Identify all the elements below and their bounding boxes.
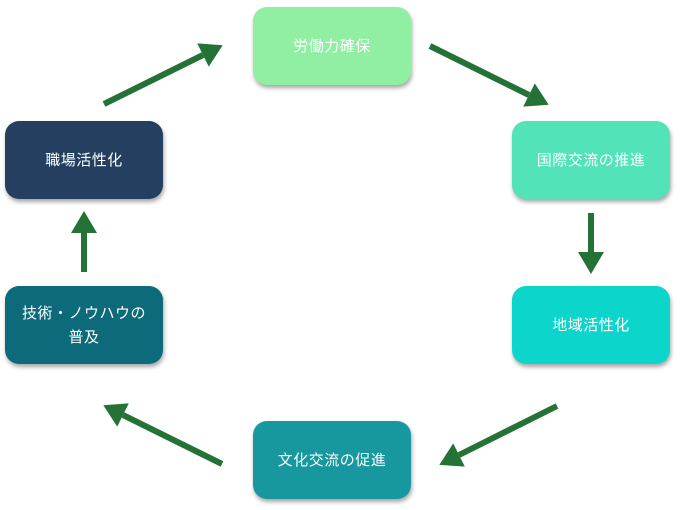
arrow-n4-to-n5	[71, 211, 97, 272]
node-regional-revitalization[interactable]: 地域活性化	[512, 286, 670, 364]
node-labor-securing[interactable]: 労働力確保	[253, 7, 411, 85]
arrow-n3-to-n4	[103, 403, 224, 467]
node-technology-knowhow-spread[interactable]: 技術・ノウハウの普及	[5, 286, 163, 364]
node-label: 労働力確保	[293, 37, 371, 55]
arrowhead	[578, 252, 604, 274]
arrow-shaft	[457, 403, 559, 458]
node-label: 文化交流の促進	[277, 451, 387, 469]
arrow-n2-to-n3	[439, 403, 559, 467]
arrow-n5-to-n0	[102, 43, 223, 107]
arrow-shaft	[121, 412, 224, 467]
arrowhead	[523, 83, 549, 107]
arrowhead	[439, 443, 465, 467]
arrow-shaft	[428, 43, 531, 98]
node-workplace-revitalization[interactable]: 職場活性化	[5, 121, 163, 199]
node-label: 国際交流の推進	[536, 151, 646, 169]
arrowhead	[197, 43, 223, 67]
node-label: 技術・ノウハウの普及	[21, 304, 146, 346]
node-label: 職場活性化	[45, 151, 123, 169]
arrowhead	[71, 211, 97, 233]
node-international-exchange[interactable]: 国際交流の推進	[512, 121, 670, 199]
arrow-n0-to-n1	[428, 43, 549, 107]
node-label: 地域活性化	[552, 316, 630, 334]
arrow-shaft	[102, 52, 205, 107]
arrowhead	[103, 403, 129, 427]
node-cultural-exchange[interactable]: 文化交流の促進	[253, 421, 411, 499]
arrow-n1-to-n2	[578, 213, 604, 274]
